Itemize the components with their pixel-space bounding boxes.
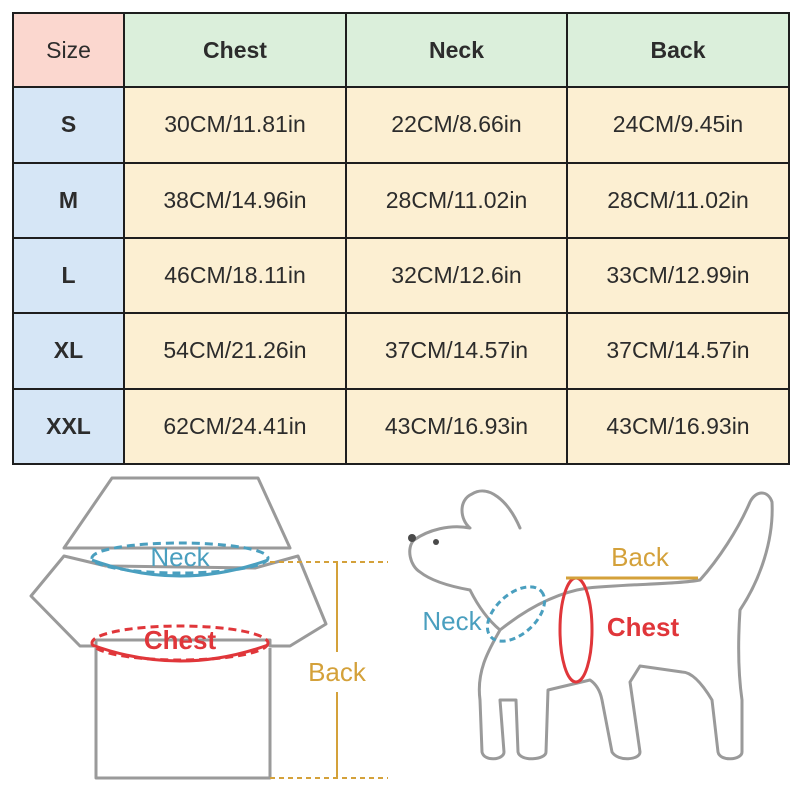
back-value: 33CM/12.99in — [566, 236, 790, 315]
neck-value: 43CM/16.93in — [345, 387, 568, 466]
table-row: M 38CM/14.96in 28CM/11.02in 28CM/11.02in — [12, 161, 790, 239]
shirt-neck-label: Neck — [150, 542, 210, 572]
dog-back-label: Back — [611, 542, 670, 572]
size-label: M — [12, 161, 125, 239]
dog-neck-label: Neck — [422, 606, 482, 636]
neck-value: 28CM/11.02in — [345, 161, 568, 239]
chest-value: 38CM/14.96in — [123, 161, 347, 239]
size-label: XL — [12, 312, 125, 390]
dog-silhouette — [408, 489, 774, 761]
neck-header: Neck — [345, 11, 568, 89]
size-label: XXL — [12, 387, 125, 466]
back-value: 37CM/14.57in — [566, 312, 790, 390]
back-value: 28CM/11.02in — [566, 161, 790, 239]
neck-value: 37CM/14.57in — [345, 312, 568, 390]
table-header-row: Size Chest Neck Back — [12, 11, 790, 89]
back-header: Back — [566, 11, 790, 89]
table-row: S 30CM/11.81in 22CM/8.66in 24CM/9.45in — [12, 86, 790, 164]
chest-value: 46CM/18.11in — [123, 236, 347, 315]
dog-eye — [433, 539, 439, 545]
size-label: S — [12, 86, 125, 164]
chest-header: Chest — [123, 11, 347, 89]
dog-nose — [408, 534, 416, 542]
shirt-back-label: Back — [308, 657, 367, 687]
size-label: L — [12, 236, 125, 315]
chest-value: 62CM/24.41in — [123, 387, 347, 466]
shirt-body — [94, 648, 272, 780]
shirt-neck-arc — [91, 558, 269, 578]
dog-outline — [408, 489, 774, 761]
shirt-neck-ellipse — [90, 541, 270, 575]
size-header: Size — [12, 11, 125, 89]
dog-chest-ellipse — [558, 576, 594, 684]
table-row: L 46CM/18.11in 32CM/12.6in 33CM/12.99in — [12, 236, 790, 315]
back-value: 24CM/9.45in — [566, 86, 790, 164]
dog-chest-label: Chest — [607, 612, 680, 642]
table-row: XXL 62CM/24.41in 43CM/16.93in 43CM/16.93… — [12, 387, 790, 466]
neck-value: 32CM/12.6in — [345, 236, 568, 315]
shirt-chest-label: Chest — [144, 625, 217, 655]
neck-value: 22CM/8.66in — [345, 86, 568, 164]
chest-value: 30CM/11.81in — [123, 86, 347, 164]
table-row: XL 54CM/21.26in 37CM/14.57in 37CM/14.57i… — [12, 312, 790, 390]
back-value: 43CM/16.93in — [566, 387, 790, 466]
chest-value: 54CM/21.26in — [123, 312, 347, 390]
size-chart-table: Size Chest Neck Back S 30CM/11.81in 22CM… — [12, 11, 790, 466]
shirt-collar-top — [62, 476, 292, 550]
shirt-chest-arc — [91, 643, 269, 663]
measurement-diagram: Neck Chest Back Neck Chest Back — [29, 476, 774, 780]
dog-neck-ellipse — [485, 585, 547, 643]
